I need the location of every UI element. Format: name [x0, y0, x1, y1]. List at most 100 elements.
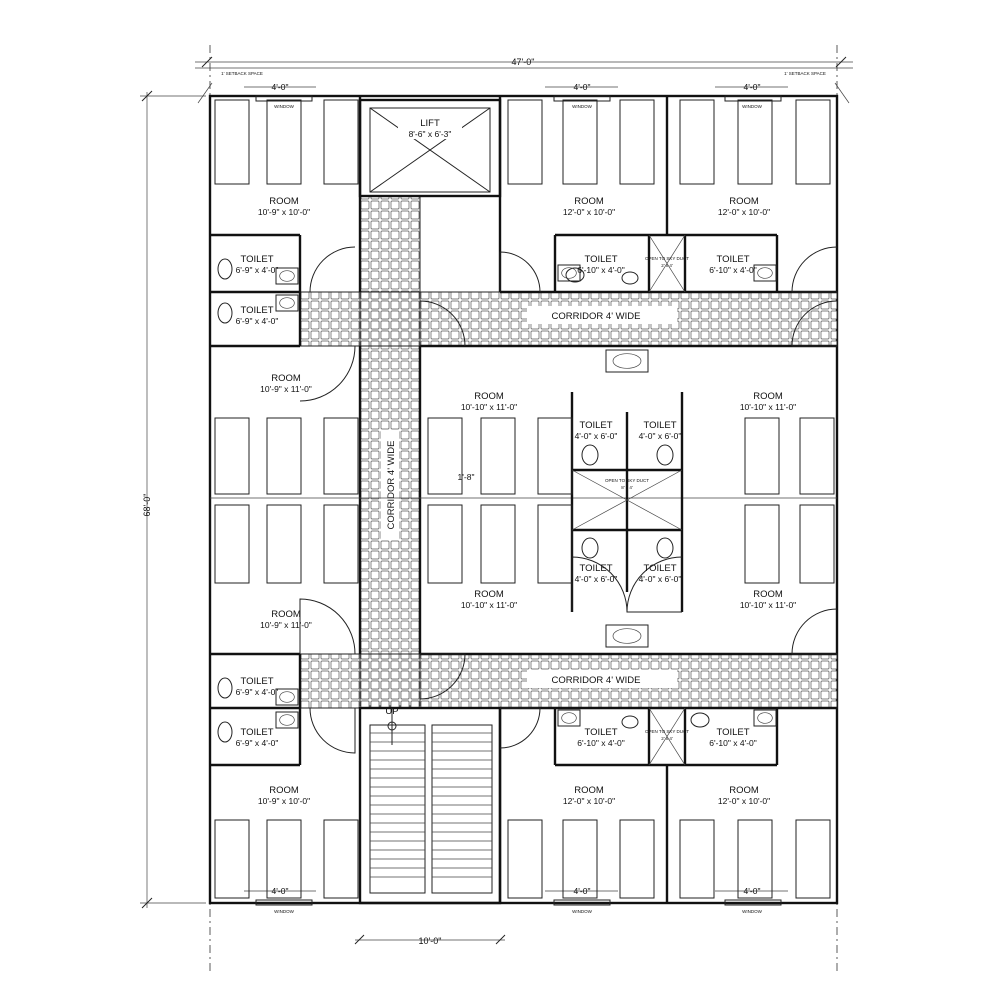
room-label: ROOM — [474, 589, 504, 600]
door-swing — [791, 246, 838, 293]
wc-bowl — [656, 537, 674, 559]
room-size: 12'-0" x 10'-0" — [563, 796, 615, 806]
toilet-size: 6'-10" x 4'-0" — [577, 738, 625, 748]
central-duct: OPEN TO SKY DUCT 8' x 4' — [571, 469, 683, 531]
bed — [266, 504, 302, 584]
wc-bowl — [581, 444, 599, 466]
toilet-size: 4'-0" x 6'-0" — [575, 431, 618, 441]
staircase: UP — [358, 706, 502, 905]
room-label: ROOM — [269, 196, 299, 207]
window-dim-3: 4'-0" — [744, 82, 761, 92]
bed — [266, 417, 302, 495]
room-size: 12'-0" x 10'-0" — [718, 796, 770, 806]
wc-bowl — [621, 715, 639, 729]
room-label: ROOM — [474, 391, 504, 402]
door-swing — [571, 556, 628, 613]
toilet-label: TOILET — [643, 563, 676, 574]
bed — [737, 99, 773, 185]
window-dim-1: 4'-0" — [272, 82, 289, 92]
room-label: ROOM — [574, 196, 604, 207]
wc-bowl — [217, 258, 233, 280]
building-outline — [208, 94, 839, 905]
wash-basin — [753, 264, 777, 282]
svg-text:WINDOW: WINDOW — [274, 104, 294, 109]
lift-size: 8'-6" x 6'-3" — [409, 129, 452, 139]
furniture-layer — [214, 99, 835, 899]
small-duct-label: OPEN TO SKY DUCT — [645, 729, 689, 734]
wc-bowl — [217, 721, 233, 743]
bed — [266, 99, 302, 185]
toilet-label: TOILET — [584, 727, 617, 738]
svg-text:WINDOW: WINDOW — [742, 104, 762, 109]
overall-height-dimension: 68'-0" — [140, 90, 206, 909]
lift-label: LIFT — [420, 118, 440, 129]
room-label: ROOM — [271, 373, 301, 384]
toilet-size: 6'-10" x 4'-0" — [709, 738, 757, 748]
toilet-label: TOILET — [240, 305, 273, 316]
stair-width-text: 10'-0" — [419, 936, 442, 946]
wash-basin — [557, 709, 581, 727]
toilet-label: TOILET — [240, 727, 273, 738]
vertical-corridor-label: CORRIDOR 4' WIDE — [386, 441, 397, 530]
toilet-label: TOILET — [643, 420, 676, 431]
door-swing — [419, 300, 466, 347]
bed — [480, 417, 516, 495]
room-label: ROOM — [729, 785, 759, 796]
toilet-size: 4'-0" x 6'-0" — [639, 431, 682, 441]
svg-text:WINDOW: WINDOW — [572, 909, 592, 914]
up-label: UP — [385, 706, 398, 717]
bed — [795, 819, 831, 899]
central-duct-size: 8' x 4' — [621, 485, 633, 490]
room-size: 10'-9" x 10'-0" — [258, 796, 310, 806]
svg-text:WINDOW: WINDOW — [742, 909, 762, 914]
room-size: 10'-9" x 11'-0" — [260, 384, 312, 394]
bed — [799, 417, 835, 495]
room-label: ROOM — [753, 391, 783, 402]
room-label: ROOM — [271, 609, 301, 620]
toilet-label: TOILET — [579, 420, 612, 431]
toilet-size: 6'-10" x 4'-0" — [577, 265, 625, 275]
bed — [323, 99, 359, 185]
toilet-size: 6'-9" x 4'-0" — [236, 738, 279, 748]
bed — [323, 504, 359, 584]
wc-bowl — [581, 537, 599, 559]
room-label: ROOM — [753, 589, 783, 600]
room-label: ROOM — [269, 785, 299, 796]
door-swing — [309, 707, 356, 754]
toilet-size: 6'-9" x 4'-0" — [236, 687, 279, 697]
wc-bowl — [656, 444, 674, 466]
wash-basin — [605, 624, 649, 648]
bed — [507, 99, 543, 185]
small-duct-size: 2' x 4' — [661, 263, 673, 268]
small-duct-size: 2' x 4' — [661, 736, 673, 741]
bed — [480, 504, 516, 584]
wc-bowl — [690, 712, 710, 728]
room-size: 10'-10" x 11'-0" — [740, 402, 796, 412]
bed — [562, 99, 598, 185]
door-swing — [499, 251, 541, 293]
bed — [619, 819, 655, 899]
bed — [537, 504, 573, 584]
bed — [427, 417, 463, 495]
wash-basin — [275, 294, 299, 312]
bed — [323, 417, 359, 495]
wc-bowl — [565, 267, 585, 283]
bed — [323, 819, 359, 899]
svg-text:WINDOW: WINDOW — [572, 104, 592, 109]
setback-left-text: 1' SETBACK SPACE — [221, 71, 263, 76]
bed — [214, 504, 250, 584]
bed — [562, 819, 598, 899]
wash-basin — [605, 349, 649, 373]
toilet-size: 4'-0" x 6'-0" — [575, 574, 618, 584]
room-size: 10'-9" x 10'-0" — [258, 207, 310, 217]
room-size: 12'-0" x 10'-0" — [563, 207, 615, 217]
door-swing — [419, 653, 466, 700]
wash-basin — [557, 264, 581, 282]
bed — [679, 99, 715, 185]
toilet-label: TOILET — [584, 254, 617, 265]
bed — [744, 504, 780, 584]
room-label: ROOM — [729, 196, 759, 207]
toilet-size: 4'-0" x 6'-0" — [639, 574, 682, 584]
room-label: ROOM — [574, 785, 604, 796]
